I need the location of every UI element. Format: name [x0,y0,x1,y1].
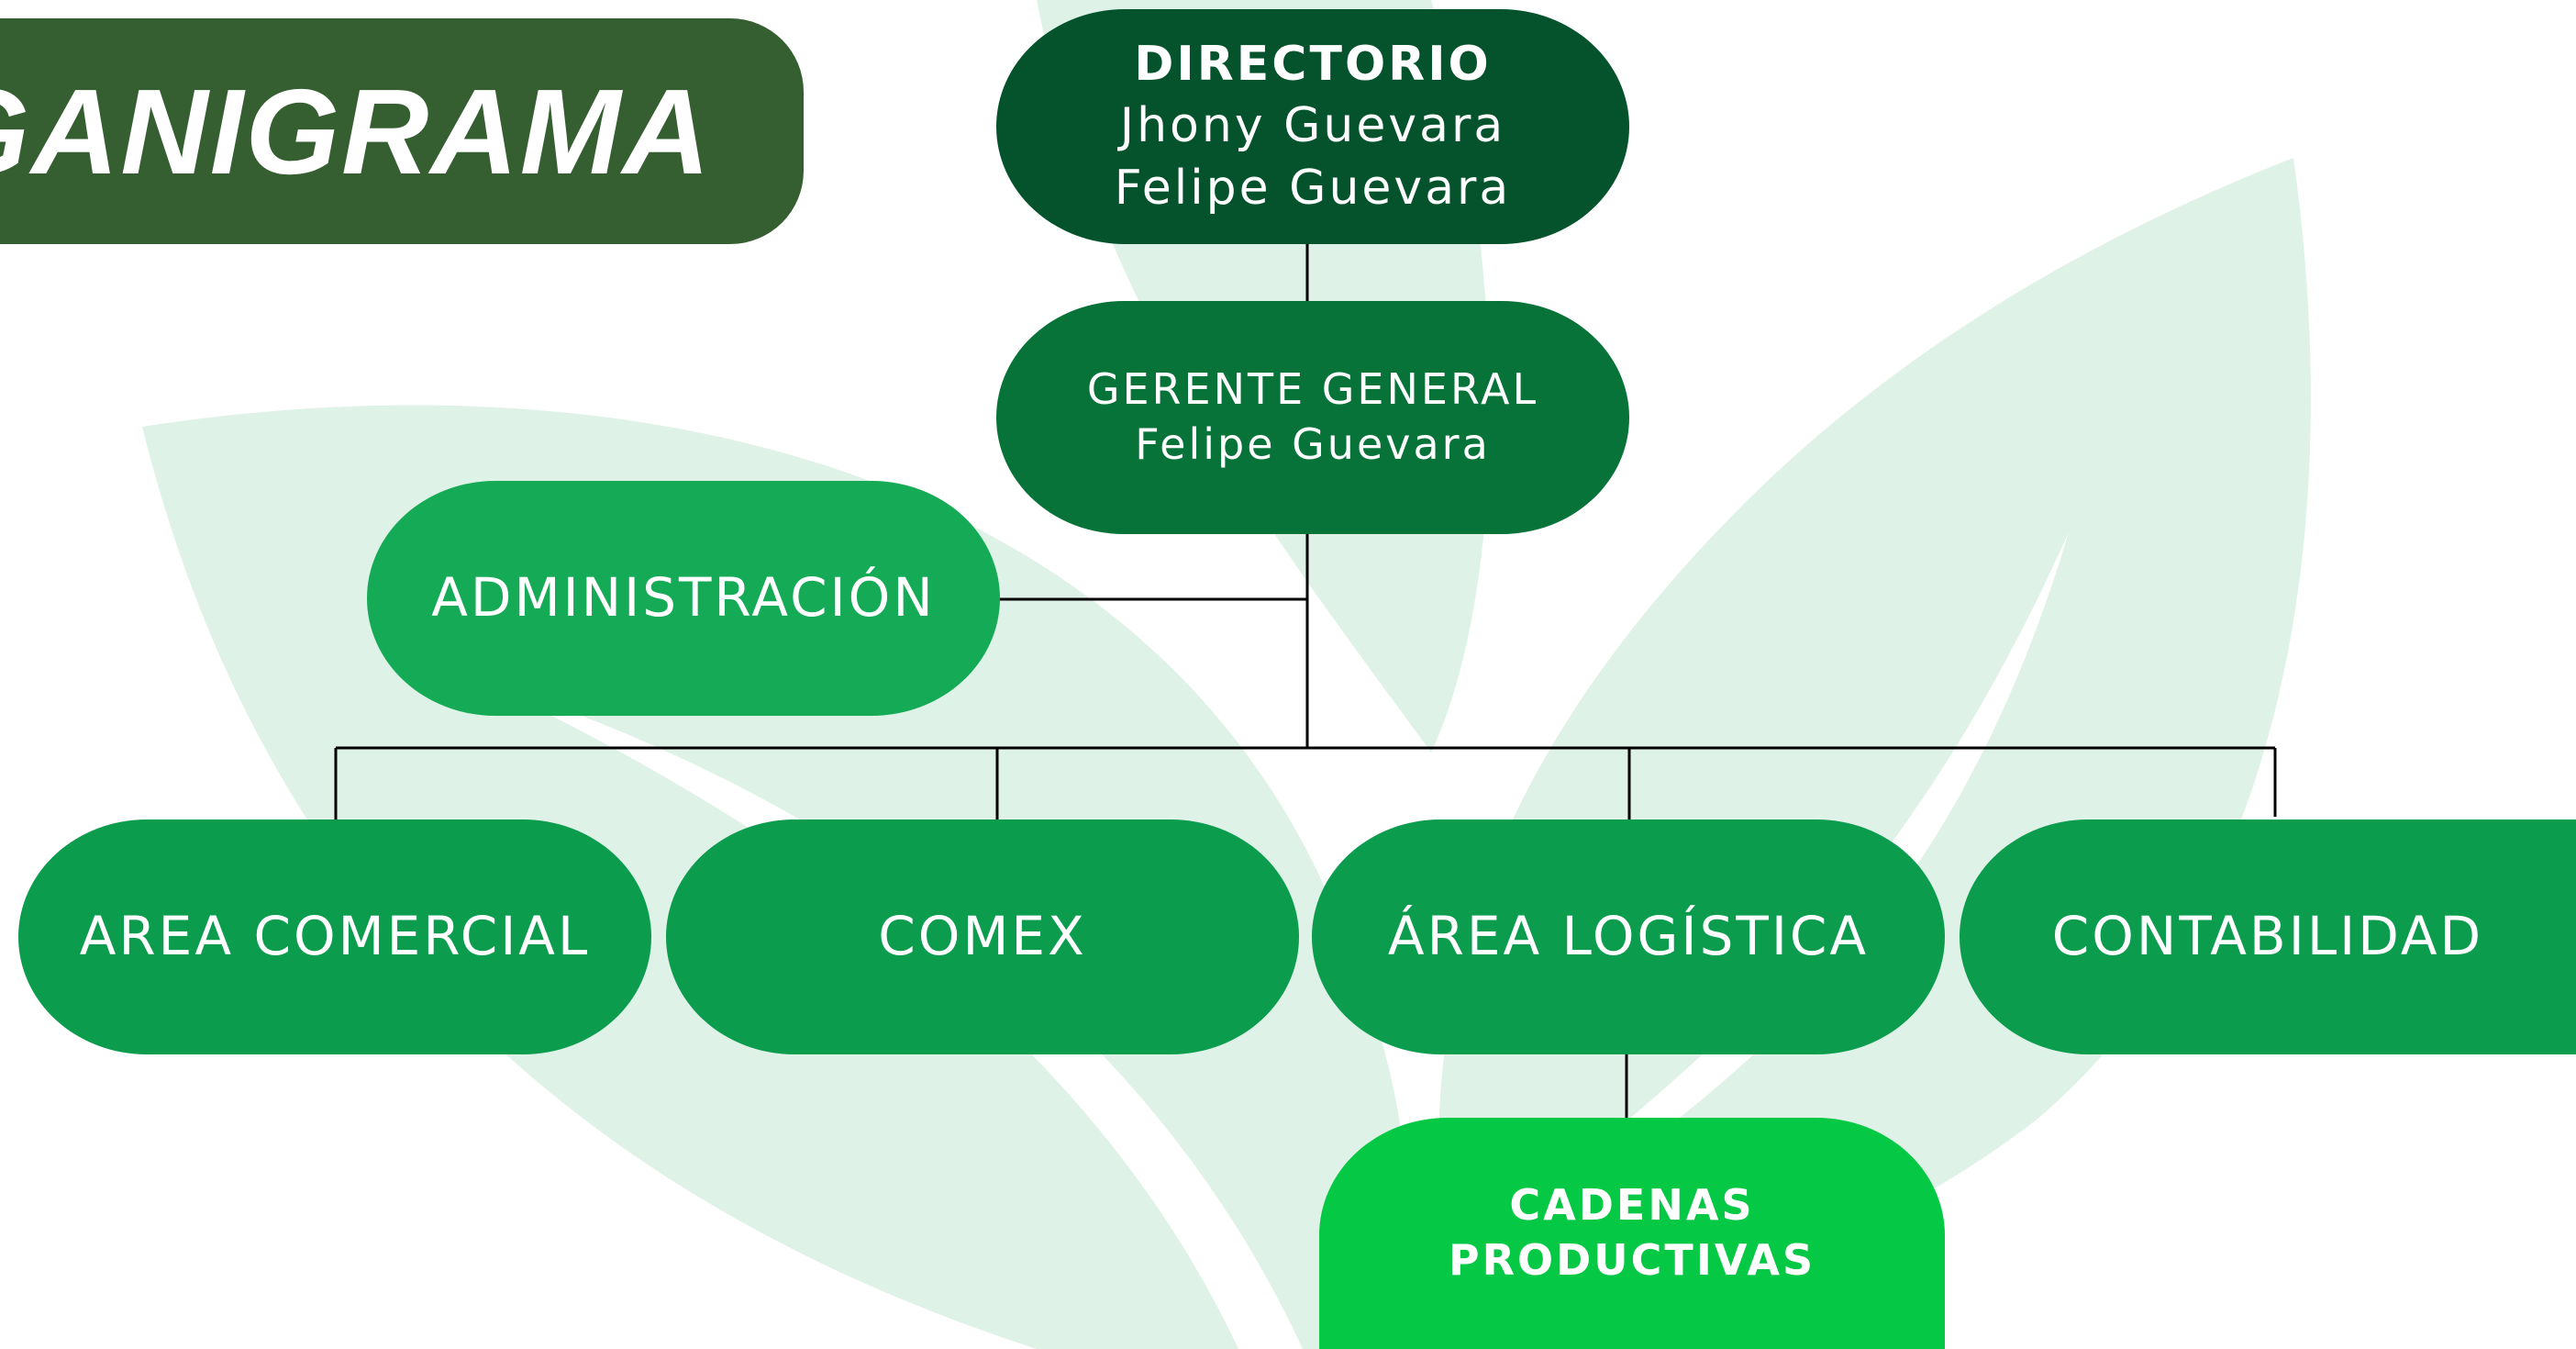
node-administracion: ADMINISTRACIÓN [367,481,1000,716]
comex-label: COMEX [878,905,1087,968]
node-contabilidad: CONTABILIDAD [1960,819,2576,1054]
cadenas-label-line: PRODUCTIVAS [1448,1235,1816,1285]
administracion-label: ADMINISTRACIÓN [431,566,936,630]
gerente-name: Felipe Guevara [1135,419,1491,469]
directorio-label: DIRECTORIO [1134,36,1492,92]
gerente-label: GERENTE GENERAL [1086,364,1539,415]
node-cadenas-productivas: CADENAS PRODUCTIVAS [1319,1118,1945,1349]
area-comercial-label: AREA COMERCIAL [79,905,591,968]
directorio-member: Jhony Guevara [1119,98,1506,154]
contabilidad-label: CONTABILIDAD [2051,905,2484,968]
node-area-logistica: ÁREA LOGÍSTICA [1312,819,1945,1054]
title-banner: GANIGRAMA [0,18,804,244]
cadenas-label-line: CADENAS [1509,1180,1755,1231]
directorio-member: Felipe Guevara [1114,160,1512,216]
page-title: GANIGRAMA [0,63,712,199]
node-gerente-general: GERENTE GENERAL Felipe Guevara [996,301,1629,534]
node-comex: COMEX [666,819,1299,1054]
leaf-vein-left [477,679,1303,1349]
node-directorio: DIRECTORIO Jhony Guevara Felipe Guevara [996,9,1629,244]
area-logistica-label: ÁREA LOGÍSTICA [1387,905,1870,968]
node-area-comercial: AREA COMERCIAL [18,819,651,1054]
